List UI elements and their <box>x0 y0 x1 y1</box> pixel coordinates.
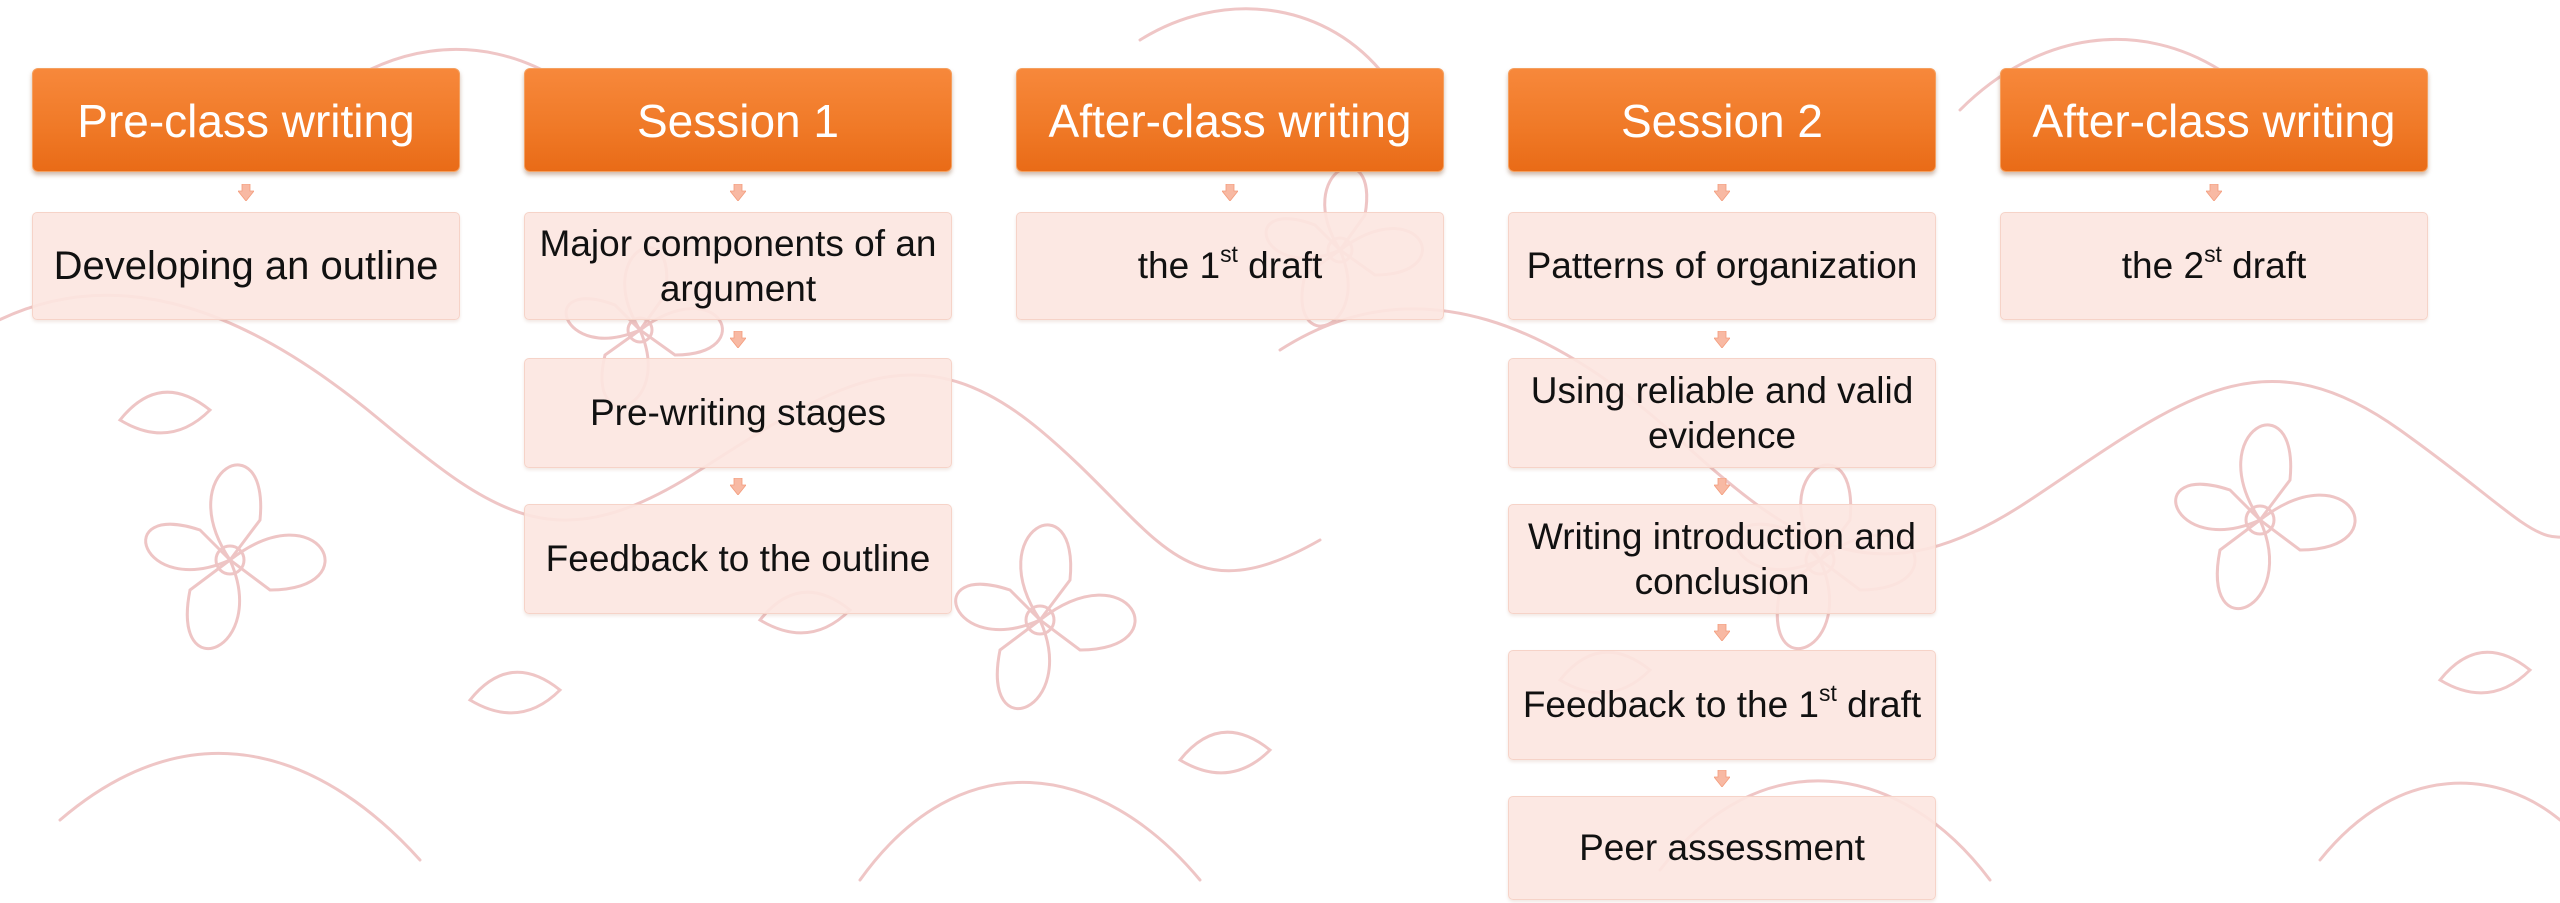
down-arrow-icon <box>730 184 746 201</box>
column-header: After-class writing <box>2000 68 2428 172</box>
ordinal-suffix: st <box>1220 241 1238 268</box>
step-box: Writing introduction and conclusion <box>1508 504 1936 614</box>
down-arrow-icon <box>1222 184 1238 201</box>
down-arrow-icon <box>1714 184 1730 201</box>
step-label-tail: draft <box>1237 245 1323 287</box>
step-box: Peer assessment <box>1508 796 1936 900</box>
step-text: Peer assessment <box>1579 825 1865 870</box>
step-box: Developing an outline <box>32 212 460 320</box>
step-label: the 1 <box>1137 245 1221 287</box>
down-arrow-icon <box>1714 624 1730 641</box>
step-label: Pre-writing stages <box>589 392 887 434</box>
step-text: Feedback to the outline <box>546 536 931 581</box>
step-label: Writing introduction and conclusion <box>1527 515 1917 602</box>
step-box: the 2st draft <box>2000 212 2428 320</box>
down-arrow-icon <box>1714 331 1730 348</box>
step-label: Patterns of organization <box>1526 245 1918 287</box>
column-header: Session 2 <box>1508 68 1936 172</box>
step-text: the 2st draft <box>2121 241 2307 288</box>
down-arrow-icon <box>1714 770 1730 787</box>
step-text: Patterns of organization <box>1527 243 1918 288</box>
step-text: Writing introduction and conclusion <box>1517 514 1927 604</box>
step-label: Major components of an argument <box>539 222 937 309</box>
step-box: Feedback to the outline <box>524 504 952 614</box>
step-label-tail: draft <box>2221 245 2307 287</box>
column-header: Session 1 <box>524 68 952 172</box>
step-text: Using reliable and valid evidence <box>1517 368 1927 458</box>
step-label: Using reliable and valid evidence <box>1530 369 1914 456</box>
down-arrow-icon <box>730 478 746 495</box>
down-arrow-icon <box>1714 478 1730 495</box>
step-label: Feedback to the 1 <box>1522 684 1820 726</box>
step-box: Major components of an argument <box>524 212 952 320</box>
step-label: Developing an outline <box>53 243 439 288</box>
step-box: Feedback to the 1st draft <box>1508 650 1936 760</box>
step-text: the 1st draft <box>1137 241 1323 288</box>
ordinal-suffix: st <box>2204 241 2222 268</box>
step-box: Patterns of organization <box>1508 212 1936 320</box>
step-text: Major components of an argument <box>533 221 943 311</box>
down-arrow-icon <box>238 184 254 201</box>
step-text: Developing an outline <box>54 242 439 291</box>
step-box: Using reliable and valid evidence <box>1508 358 1936 468</box>
step-label: the 2 <box>2121 245 2205 287</box>
step-label: Peer assessment <box>1579 827 1865 869</box>
step-box: Pre-writing stages <box>524 358 952 468</box>
step-text: Pre-writing stages <box>590 390 886 435</box>
step-label-tail: draft <box>1836 684 1922 726</box>
down-arrow-icon <box>730 331 746 348</box>
ordinal-suffix: st <box>1819 680 1837 707</box>
column-header: After-class writing <box>1016 68 1444 172</box>
column-header: Pre-class writing <box>32 68 460 172</box>
down-arrow-icon <box>2206 184 2222 201</box>
step-label: Feedback to the outline <box>545 538 931 580</box>
step-text: Feedback to the 1st draft <box>1522 680 1922 727</box>
step-box: the 1st draft <box>1016 212 1444 320</box>
